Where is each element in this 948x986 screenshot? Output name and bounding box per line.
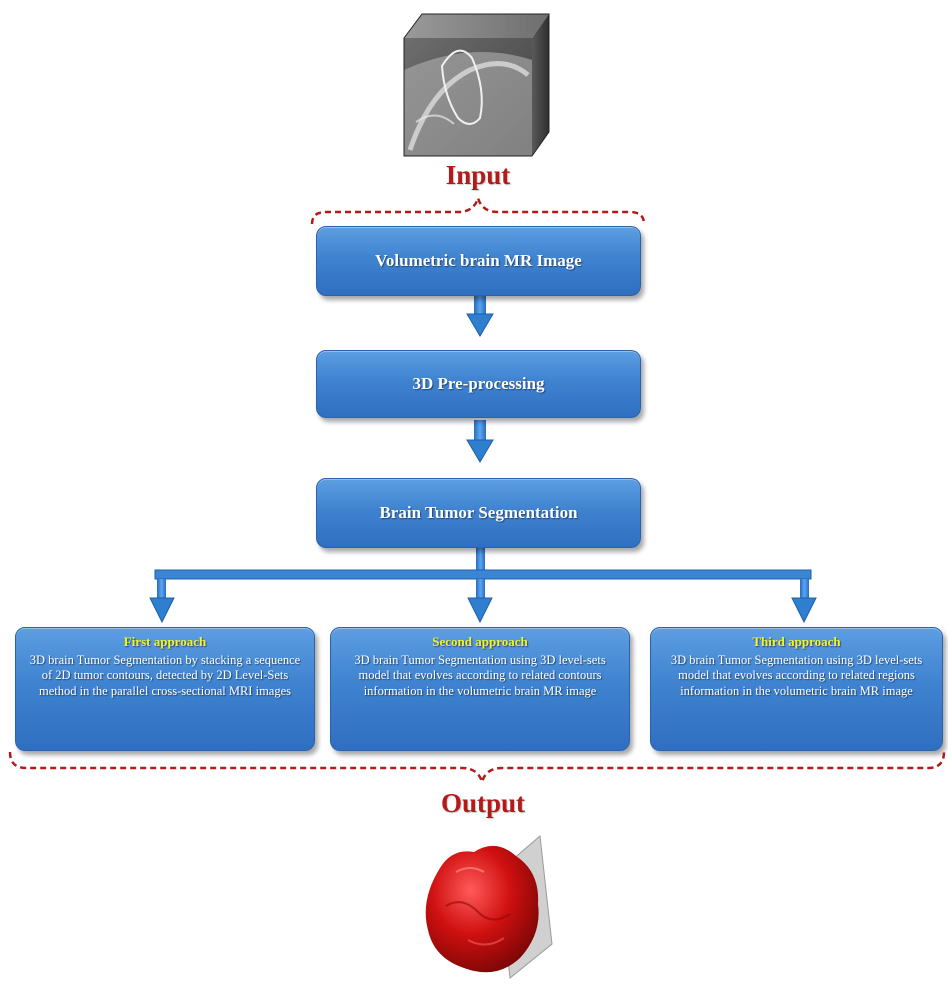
step-3d-preprocessing: 3D Pre-processing: [316, 350, 641, 418]
approach-title: Second approach: [432, 634, 528, 649]
approach-first: First approach 3D brain Tumor Segmentati…: [15, 627, 315, 751]
brain-mri-cube-icon: [403, 13, 550, 157]
step-label: 3D Pre-processing: [412, 374, 545, 393]
output-bracket: [8, 751, 946, 787]
approach-title: First approach: [123, 634, 207, 649]
approach-description: 3D brain Tumor Segmentation using 3D lev…: [354, 652, 606, 698]
tumor-3d-model-icon: [425, 835, 553, 979]
approach-description: 3D brain Tumor Segmentation by stacking …: [29, 652, 301, 698]
approach-description: 3D brain Tumor Segmentation using 3D lev…: [670, 652, 923, 698]
step-label: Brain Tumor Segmentation: [379, 503, 578, 522]
arrow-down-icon: [791, 597, 817, 624]
branch-connector: [154, 548, 812, 599]
step-label: Volumetric brain MR Image: [375, 251, 582, 270]
arrow-down-icon: [149, 597, 175, 624]
input-bracket: [310, 193, 646, 225]
approach-second: Second approach 3D brain Tumor Segmentat…: [330, 627, 630, 751]
approach-third: Third approach 3D brain Tumor Segmentati…: [650, 627, 943, 751]
approach-title: Third approach: [752, 634, 841, 649]
arrow-down-icon: [466, 296, 494, 337]
input-label: Input: [445, 160, 511, 190]
step-brain-tumor-segmentation: Brain Tumor Segmentation: [316, 478, 641, 548]
step-volumetric-mr-image: Volumetric brain MR Image: [316, 226, 641, 296]
arrow-down-icon: [467, 597, 493, 624]
output-label: Output: [440, 788, 526, 818]
arrow-down-icon: [466, 420, 494, 463]
